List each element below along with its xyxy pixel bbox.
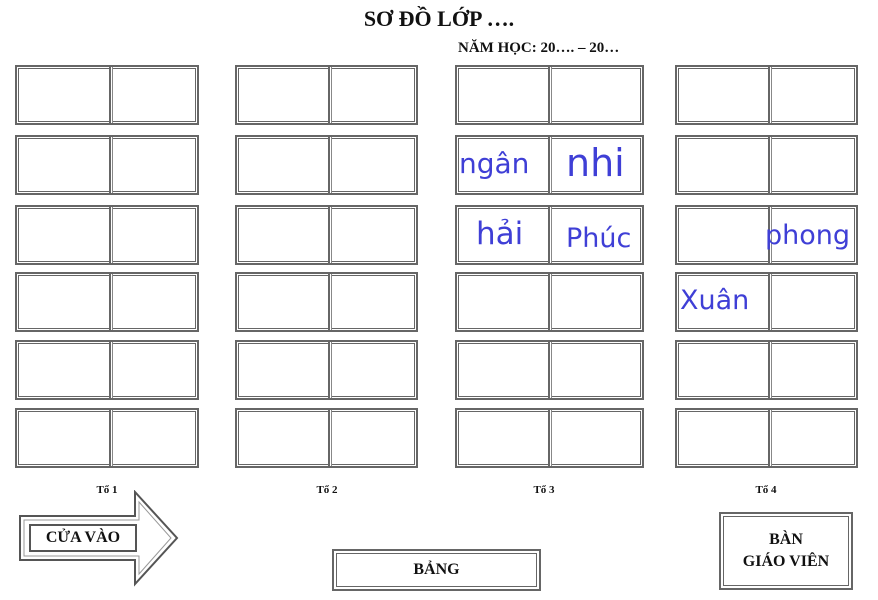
seat-name-phong: phong	[765, 220, 851, 251]
desk-group4-row4	[675, 272, 858, 332]
desk-group1-row2	[15, 135, 199, 195]
desk-divider	[768, 410, 770, 466]
desk-group4-row6	[675, 408, 858, 468]
teacher-desk-line2: GIÁO VIÊN	[742, 553, 830, 570]
seat-name-phuc: Phúc	[566, 223, 632, 254]
desk-group1-row4	[15, 272, 199, 332]
desk-group2-row5	[235, 340, 418, 400]
desk-divider	[328, 137, 330, 193]
page-title: SƠ ĐỒ LỚP ….	[363, 6, 515, 31]
desk-group3-row5	[455, 340, 644, 400]
seat-name-ngan: ngân	[459, 147, 530, 180]
group-label-4: Tổ 4	[755, 484, 777, 496]
desk-group3-row2	[455, 135, 644, 195]
desk-divider	[109, 137, 111, 193]
teacher-desk-line1: BÀN	[769, 531, 803, 548]
desk-divider	[768, 137, 770, 193]
desk-group3-row4	[455, 272, 644, 332]
desk-group4-row5	[675, 340, 858, 400]
desk-group4-row1	[675, 65, 858, 125]
desk-group2-row1	[235, 65, 418, 125]
desk-group1-row1	[15, 65, 199, 125]
teacher-desk: BÀN GIÁO VIÊN	[719, 512, 853, 590]
desk-divider	[328, 342, 330, 398]
desk-group1-row3	[15, 205, 199, 265]
desk-divider	[768, 342, 770, 398]
blackboard: BẢNG	[332, 549, 541, 591]
desk-group4-row2	[675, 135, 858, 195]
desk-divider	[768, 207, 770, 263]
desk-divider	[548, 207, 550, 263]
desk-divider	[328, 67, 330, 123]
desk-divider	[109, 274, 111, 330]
desk-group3-row3	[455, 205, 644, 265]
desk-divider	[548, 410, 550, 466]
desk-group2-row6	[235, 408, 418, 468]
desk-divider	[548, 67, 550, 123]
desk-divider	[548, 274, 550, 330]
desk-divider	[768, 274, 770, 330]
desk-group2-row2	[235, 135, 418, 195]
desk-group1-row5	[15, 340, 199, 400]
group-label-2: Tổ 2	[316, 484, 338, 496]
desk-divider	[328, 410, 330, 466]
seat-name-nhi: nhi	[566, 141, 625, 185]
desk-group3-row1	[455, 65, 644, 125]
desk-divider	[109, 342, 111, 398]
seat-name-xuan: Xuân	[680, 285, 750, 316]
desk-divider	[109, 207, 111, 263]
desk-divider	[328, 207, 330, 263]
desk-group2-row4	[235, 272, 418, 332]
desk-group2-row3	[235, 205, 418, 265]
school-year: NĂM HỌC: 20…. – 20…	[458, 40, 620, 56]
desk-group3-row6	[455, 408, 644, 468]
desk-group4-row3	[675, 205, 858, 265]
seat-name-hai: hải	[476, 216, 524, 252]
desk-divider	[548, 137, 550, 193]
group-label-3: Tổ 3	[533, 484, 555, 496]
desk-divider	[109, 410, 111, 466]
desk-group1-row6	[15, 408, 199, 468]
desk-divider	[548, 342, 550, 398]
desk-divider	[768, 67, 770, 123]
door-label: CỬA VÀO	[29, 524, 137, 552]
group-label-1: Tổ 1	[96, 484, 118, 496]
desk-divider	[109, 67, 111, 123]
desk-divider	[328, 274, 330, 330]
